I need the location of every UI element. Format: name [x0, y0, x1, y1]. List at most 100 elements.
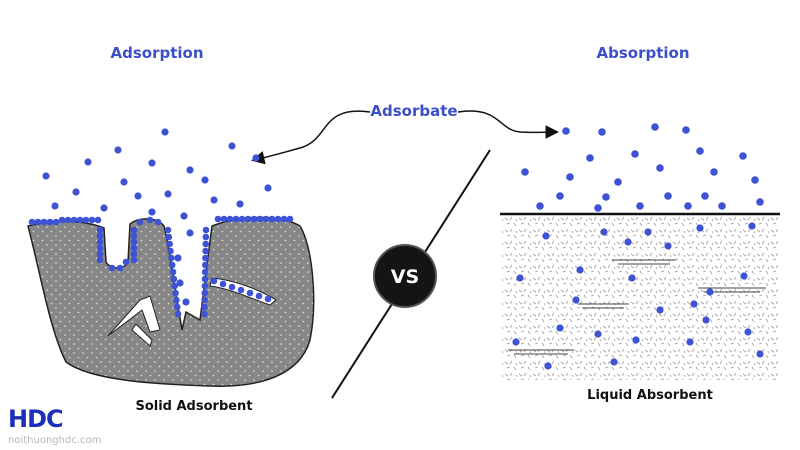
adsorbate-particle: [201, 176, 209, 184]
adsorbate-particle: [751, 176, 759, 184]
adsorbate-particle: [598, 128, 606, 136]
absorbed-particle: [512, 338, 520, 346]
adsorbed-particle: [219, 280, 227, 288]
adsorbed-particle: [82, 216, 90, 224]
adsorbed-particle: [168, 254, 175, 262]
adsorbed-particle: [220, 215, 228, 223]
adsorbed-particle: [210, 277, 218, 285]
adsorbed-particle: [214, 215, 222, 223]
adsorbed-particle: [165, 233, 173, 241]
solid-adsorbent-caption: Solid Adsorbent: [135, 399, 252, 414]
adsorbate-particle: [566, 173, 574, 181]
adsorbed-particle: [96, 250, 104, 258]
hdc-logo: HDC: [8, 405, 63, 433]
adsorbed-particle: [108, 264, 116, 272]
adsorbed-particle: [256, 215, 264, 223]
adsorbate-particle: [264, 184, 272, 192]
adsorbed-particle: [164, 226, 172, 234]
adsorbed-particle: [226, 215, 234, 223]
adsorbed-particle: [96, 244, 104, 252]
adsorbate-particle: [114, 146, 122, 154]
adsorbed-particles: [28, 215, 294, 318]
absorbed-particle: [576, 266, 584, 274]
adsorbed-particle: [238, 215, 246, 223]
adsorbate-particle: [120, 178, 128, 186]
adsorbed-particle: [88, 216, 96, 224]
adsorbate-particle: [664, 192, 672, 200]
adsorbed-particle: [174, 310, 182, 318]
adsorbed-particle: [34, 218, 42, 226]
absorbed-particle: [696, 224, 704, 232]
adsorbed-particle: [64, 216, 72, 224]
adsorbed-particle: [146, 216, 154, 224]
adsorbate-particle: [710, 168, 718, 176]
absorbed-particle: [748, 222, 756, 230]
adsorbate-particle: [651, 123, 659, 131]
adsorbed-particle: [130, 232, 138, 240]
absorbed-particle: [686, 338, 694, 346]
absorbed-particle: [690, 300, 698, 308]
absorbed-particle: [516, 274, 524, 282]
absorbed-particle: [624, 238, 632, 246]
adsorbed-particle: [96, 226, 104, 234]
free-adsorbate-particles-right: [521, 123, 764, 212]
adsorbed-particle: [40, 218, 48, 226]
adsorbed-particle: [264, 295, 272, 303]
adsorbate-particle: [718, 202, 726, 210]
adsorbate-particle: [174, 254, 182, 262]
adsorbate-particle: [636, 202, 644, 210]
adsorbed-particle: [201, 310, 208, 318]
adsorbate-particle: [182, 298, 190, 306]
adsorbate-particle: [631, 150, 639, 158]
adsorbed-particle: [136, 218, 144, 226]
adsorbed-particle: [286, 215, 294, 223]
adsorbate-particle: [176, 279, 184, 287]
adsorbate-particle: [148, 159, 156, 167]
adsorbed-particle: [201, 296, 208, 304]
adsorbate-arrow-left: [251, 110, 371, 165]
adsorbed-particle: [58, 216, 66, 224]
absorbed-particle: [702, 316, 710, 324]
adsorbate-particle: [180, 212, 188, 220]
absorbed-particle: [542, 232, 550, 240]
adsorbate-particle: [602, 193, 610, 201]
adsorbed-particle: [116, 264, 124, 272]
adsorbate-particle: [614, 178, 622, 186]
adsorbed-particle: [202, 226, 210, 234]
adsorbed-particle: [268, 215, 276, 223]
adsorbed-particle: [201, 282, 209, 290]
adsorbed-particle: [244, 215, 252, 223]
adsorbate-particle: [100, 204, 108, 212]
absorbed-particle: [706, 288, 714, 296]
adsorbed-particle: [250, 215, 258, 223]
absorbed-particle: [744, 328, 752, 336]
adsorbed-particle: [46, 218, 54, 226]
adsorbed-particle: [168, 261, 176, 269]
adsorbate-particle: [148, 208, 156, 216]
absorbed-particle: [600, 228, 608, 236]
adsorbate-particle: [84, 158, 92, 166]
adsorbed-particle: [262, 215, 270, 223]
absorbed-particle: [656, 306, 664, 314]
adsorbate-particle: [210, 196, 218, 204]
absorbed-particle: [756, 350, 764, 358]
adsorbed-particle: [201, 268, 209, 276]
adsorbed-particle: [28, 218, 36, 226]
adsorbed-particle: [96, 256, 104, 264]
absorbed-particle: [664, 242, 672, 250]
adsorbate-particle: [696, 147, 704, 155]
adsorbate-particle: [682, 126, 690, 134]
adsorbed-particle: [232, 215, 240, 223]
adsorbate-particle: [134, 192, 142, 200]
adsorbate-particle: [536, 202, 544, 210]
adsorbate-arrow-right: [457, 110, 559, 139]
adsorbed-particle: [130, 250, 138, 258]
adsorbed-particle: [70, 216, 78, 224]
adsorbed-particle: [167, 247, 174, 255]
adsorbed-particle: [94, 216, 102, 224]
absorbed-particle: [628, 274, 636, 282]
adsorbate-particle: [586, 154, 594, 162]
adsorbate-particle: [186, 229, 194, 237]
liquid-absorbent-caption: Liquid Absorbent: [587, 388, 713, 403]
